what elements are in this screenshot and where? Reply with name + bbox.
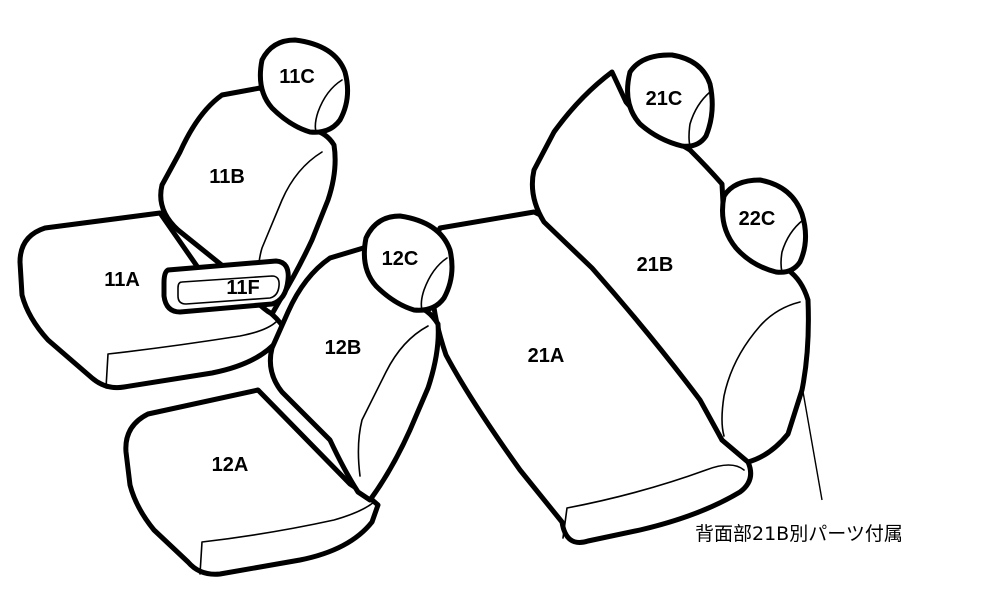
seat-21: 21A 21B 21C 22C [429, 52, 811, 545]
seat-11A-front-panel [105, 321, 277, 389]
seat-12B-side-panel [357, 325, 429, 477]
seat-12B-backrest [267, 243, 441, 503]
label-11B: 11B [209, 166, 245, 188]
seat-22C-headrest [720, 177, 808, 275]
note-leader-line [801, 385, 823, 501]
seat-12A-front-panel [199, 501, 375, 575]
seat-11F-inner-panel [177, 275, 280, 305]
seat-11B-backrest [158, 85, 338, 317]
label-11A: 11A [104, 269, 140, 291]
note-text: 背面部21B別パーツ付属 [695, 523, 903, 545]
seat-12C-headrest [361, 213, 455, 313]
seat-11C-headrest [257, 37, 351, 135]
seat-22C-side-panel [780, 219, 804, 273]
label-11C: 11C [279, 66, 315, 88]
seat-12: 12A 12B 12C [123, 213, 455, 577]
label-21A: 21A [528, 345, 565, 367]
seat-21C-headrest [625, 52, 715, 149]
seat-11A-cushion [17, 210, 285, 391]
seat-21C-side-panel [688, 91, 711, 147]
seat-21B-backrest [529, 69, 811, 465]
label-12A: 12A [212, 454, 249, 476]
seat-21B-side-panel [721, 301, 801, 437]
label-21B: 21B [637, 254, 674, 276]
label-21C: 21C [646, 88, 683, 110]
seat-21A-front-panel [562, 464, 745, 539]
seat-12A-cushion [123, 387, 381, 577]
label-11F: 11F [226, 277, 259, 299]
label-12B: 12B [325, 337, 362, 359]
seat-11: 11A 11B 11C 11F [17, 37, 351, 391]
seat-12C-side-panel [420, 257, 448, 311]
label-12C: 12C [382, 248, 419, 270]
label-22C: 22C [739, 208, 776, 230]
seat-11C-side-panel [314, 79, 343, 133]
